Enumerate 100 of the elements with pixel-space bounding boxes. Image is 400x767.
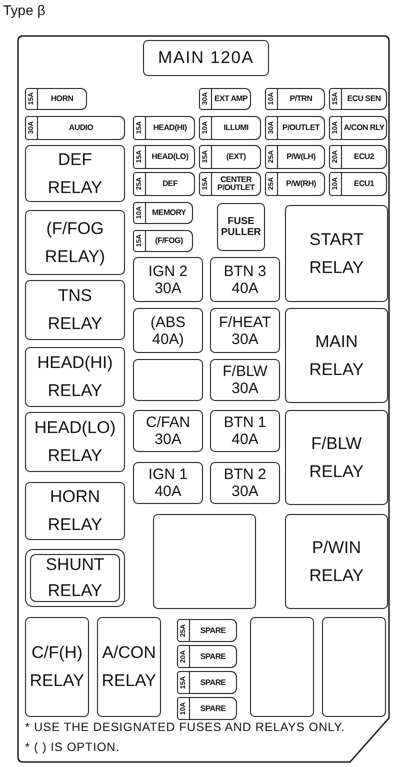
mini-fuse bbox=[199, 88, 251, 110]
fuse-label: SPARE bbox=[199, 704, 227, 712]
fuse-label: BTN 2 bbox=[224, 466, 266, 483]
relay-block bbox=[25, 617, 89, 717]
relay-label: MAIN RELAY bbox=[308, 330, 365, 380]
mini-fuse bbox=[177, 645, 237, 668]
relay-label: DEF RELAY bbox=[46, 148, 104, 198]
relay-block bbox=[25, 347, 125, 407]
mini-fuse bbox=[265, 172, 325, 196]
relay-label: F/BLW RELAY bbox=[308, 432, 365, 482]
fuse-label: BTN 3 bbox=[224, 262, 266, 280]
mini-fuse bbox=[329, 88, 387, 110]
fuse-label: FUSE PULLER bbox=[220, 216, 262, 238]
fuse-label: SPARE bbox=[199, 626, 227, 634]
fuse-label: (ABS bbox=[150, 314, 186, 330]
fuse-label: 30A bbox=[154, 280, 182, 296]
note-text: * ( ) IS OPTION. bbox=[25, 740, 120, 754]
relay-label: C/F(H) RELAY bbox=[28, 642, 86, 692]
fuse-label: ECU1 bbox=[352, 180, 376, 188]
mini-fuse bbox=[199, 116, 261, 140]
note-text: * USE THE DESIGNATED FUSES AND RELAYS ONLY. bbox=[25, 720, 345, 734]
fuse-label: (F/FOG) bbox=[154, 237, 184, 245]
mini-fuse bbox=[329, 145, 387, 169]
fuse-label: 40A bbox=[232, 431, 258, 448]
mini-fuse bbox=[25, 88, 87, 110]
fuse-label: IGN 2 bbox=[148, 262, 188, 280]
fuse-label: AUDIO bbox=[68, 124, 94, 132]
mini-fuse bbox=[265, 145, 325, 169]
empty-slot bbox=[322, 617, 386, 717]
mini-fuse bbox=[329, 172, 387, 196]
fuse-label: F/BLW bbox=[222, 363, 268, 380]
fuse-label: 30A bbox=[232, 330, 258, 348]
cartridge-fuse bbox=[210, 308, 280, 353]
fuse-label: P/OUTLET bbox=[281, 124, 321, 132]
fuse-label: P/TRN bbox=[288, 95, 314, 103]
diagram-title: Type β bbox=[3, 2, 46, 18]
fuse-label: F/HEAT bbox=[218, 314, 272, 330]
mini-fuse bbox=[133, 230, 193, 252]
cartridge-fuse bbox=[133, 462, 203, 504]
relay-label: (F/FOG RELAY) bbox=[44, 218, 106, 268]
fuse-label: 30A bbox=[232, 380, 258, 397]
cartridge-fuse bbox=[210, 359, 280, 401]
fuse-label: 30A bbox=[154, 431, 182, 448]
relay-block bbox=[97, 617, 161, 717]
fuse-label: P/W(LH) bbox=[285, 153, 316, 161]
mini-fuse bbox=[133, 202, 193, 224]
mini-fuse bbox=[329, 116, 387, 140]
fuse-label: P/W(RH) bbox=[285, 180, 317, 188]
fuse-label: ECU SEN bbox=[346, 95, 382, 103]
relay-block bbox=[285, 308, 388, 403]
relay-label: TNS RELAY bbox=[46, 285, 104, 335]
mini-fuse bbox=[199, 145, 261, 169]
fuse-label: 30A bbox=[232, 483, 258, 500]
relay-label: HEAD(HI) RELAY bbox=[36, 352, 114, 402]
relay-block bbox=[25, 412, 125, 472]
fuse-label: MEMORY bbox=[151, 209, 187, 217]
cartridge-fuse bbox=[133, 410, 203, 452]
mini-fuse bbox=[133, 116, 195, 140]
relay-block bbox=[25, 280, 125, 340]
cartridge-fuse bbox=[133, 257, 203, 302]
main-fuse bbox=[143, 40, 269, 76]
relay-block bbox=[25, 482, 125, 540]
relay-label: HEAD(LO) RELAY bbox=[33, 417, 117, 467]
relay-block bbox=[285, 410, 388, 505]
fuse-label: SPARE bbox=[199, 678, 227, 686]
fuse-label: DEF bbox=[161, 180, 179, 188]
empty-slot bbox=[250, 617, 314, 717]
mini-fuse bbox=[265, 116, 325, 140]
mini-fuse bbox=[265, 88, 325, 110]
relay-block bbox=[285, 514, 388, 609]
cartridge-fuse bbox=[210, 410, 280, 452]
empty-slot bbox=[153, 514, 256, 609]
mini-fuse bbox=[199, 172, 261, 196]
relay-block bbox=[25, 549, 125, 607]
relay-label: P/WIN RELAY bbox=[308, 536, 365, 586]
fuse-label: 40A) bbox=[152, 330, 184, 348]
mini-fuse bbox=[177, 671, 237, 694]
fuse-label: 40A bbox=[232, 280, 258, 296]
mini-fuse bbox=[177, 697, 237, 720]
relay-block bbox=[25, 145, 125, 202]
relay-block bbox=[25, 210, 125, 275]
mini-fuse bbox=[25, 116, 125, 140]
fuse-label: HEAD(LO) bbox=[150, 153, 190, 161]
fuse-label: CENTER P/OUTLET bbox=[216, 176, 256, 192]
cartridge-fuse bbox=[133, 308, 203, 353]
relay-label: START RELAY bbox=[308, 228, 365, 278]
fuse-label: 40A bbox=[154, 483, 182, 500]
fuse-label: C/FAN bbox=[146, 414, 190, 431]
relay-label: HORN RELAY bbox=[46, 486, 104, 536]
mini-fuse bbox=[133, 145, 195, 169]
fuse-label: ECU2 bbox=[352, 153, 376, 161]
empty-slot bbox=[133, 359, 203, 401]
fuse-label: IGN 1 bbox=[148, 466, 188, 483]
cartridge-fuse bbox=[210, 462, 280, 504]
fuse-label: HORN bbox=[50, 95, 74, 103]
fuse-label: HEAD(HI) bbox=[152, 124, 188, 132]
mini-fuse bbox=[133, 172, 195, 196]
fuse-label: SPARE bbox=[199, 652, 227, 660]
relay-label: A/CON RELAY bbox=[100, 642, 158, 692]
fuse-puller bbox=[217, 203, 265, 251]
